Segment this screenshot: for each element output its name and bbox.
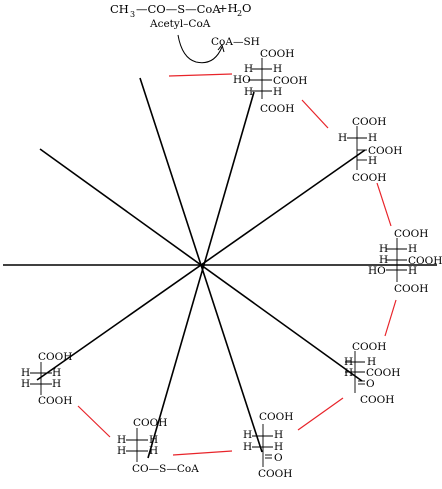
isocitrate-b-r1-left: H (379, 243, 388, 255)
succinyl-r1-right: H (149, 434, 158, 446)
cycle-connectors (77, 73, 397, 456)
succinyl-top: COOH (133, 417, 167, 429)
succinate-labels: COOH H H H H COOH (21, 351, 72, 407)
molecule-citrate (248, 58, 272, 99)
isocitrate-a-labels: COOH H H COOH H COOH (338, 116, 402, 184)
ketoglutarate-bottom: COOH (258, 468, 292, 480)
acetyl-ch: CH (110, 2, 129, 16)
connector-oxalosuccinate-ketoglutarate (297, 397, 344, 431)
spoke-lower-left (36, 149, 366, 381)
coash-release-arrow (177, 34, 223, 64)
isocitrate-a-r1-left: H (338, 132, 347, 144)
molecule-oxalosuccinate (345, 351, 365, 393)
ketoglutarate-r1-left: H (243, 429, 252, 441)
connector-citrate-isocitrate (301, 99, 329, 129)
succinate-top: COOH (38, 351, 72, 363)
water-subscript: 2 (237, 9, 242, 18)
acetyl-coa-label: Acetyl–CoA (149, 18, 211, 30)
connector-ketoglutarate-succinyl (172, 450, 233, 456)
citrate-r3-right: H (273, 86, 282, 98)
water-o: O (242, 1, 251, 15)
citrate-r2-right: COOH (273, 75, 307, 87)
ketoglutarate-r1-right: H (274, 429, 283, 441)
isocitrate-a-bottom: COOH (352, 172, 386, 184)
isocitrate-b-labels: COOH H H H COOH HO H COOH (368, 228, 442, 295)
spoke-succinate (200, 264, 263, 453)
succinate-r2-left: H (21, 378, 30, 390)
succinyl-bottom: CO—S—CoA (132, 463, 199, 475)
molecule-succinate (30, 362, 52, 395)
citrate-r3-left: H (244, 86, 253, 98)
oxalosuccinate-r2-right: COOH (366, 367, 400, 379)
oxalosuccinate-r1-left: H (344, 356, 353, 368)
citrate-r1-right: H (273, 63, 282, 75)
connector-acetyl-citrate (168, 73, 233, 77)
citrate-top: COOH (260, 48, 294, 60)
succinate-r1-left: H (21, 367, 30, 379)
connector-dehydrated-oxalosuccinate (384, 299, 397, 337)
oxalosuccinate-r1-right: H (367, 356, 376, 368)
isocitrate-a-r3-right: H (368, 155, 377, 167)
oxalosuccinate-bottom: COOH (360, 394, 394, 406)
ketoglutarate-labels: COOH H H H H O COOH (243, 411, 293, 480)
acetyl-ch-subscript: 3 (130, 10, 135, 19)
succinyl-coa-labels: COOH H H H H CO—S—CoA (117, 417, 199, 475)
connector-isocitrate-dehydrated (376, 182, 392, 227)
oxalosuccinate-r3-right: O (366, 378, 375, 390)
ketoglutarate-r3-right: O (274, 452, 283, 464)
molecule-ketoglutarate (252, 424, 273, 467)
succinate-bottom: COOH (38, 395, 72, 407)
succinate-r1-right: H (52, 367, 61, 379)
isocitrate-b-bottom: COOH (394, 283, 428, 295)
molecule-isocitrate-b (386, 238, 407, 282)
isocitrate-a-top: COOH (352, 116, 386, 128)
oxalosuccinate-top: COOH (352, 341, 386, 353)
isocitrate-a-r1-right: H (368, 132, 377, 144)
isocitrate-b-r3-right: H (408, 265, 417, 277)
ketoglutarate-r2-right: H (274, 441, 283, 453)
succinate-r2-right: H (52, 378, 61, 390)
isocitrate-b-r3-left: HO (368, 265, 386, 277)
oxalosuccinate-r2-left: H (344, 367, 353, 379)
succinyl-r1-left: H (117, 434, 126, 446)
water-plus-h: +H (218, 1, 238, 15)
ketoglutarate-top: COOH (259, 411, 293, 423)
spoke-upper-right (147, 91, 255, 459)
isocitrate-b-r2-right: COOH (408, 255, 442, 267)
radial-spokes (3, 77, 437, 459)
isocitrate-b-r1-right: H (408, 243, 417, 255)
acetyl-rest: —CO—S—CoA (136, 2, 221, 16)
arrowhead-icon (217, 43, 225, 53)
spoke-citrate (139, 77, 202, 266)
citrate-r1-left: H (244, 63, 253, 75)
coash-label: CoA—SH (211, 36, 260, 48)
isocitrate-b-top: COOH (394, 228, 428, 240)
citrate-labels: COOH H H HO COOH H H COOH (233, 48, 307, 115)
molecule-isocitrate-a (347, 126, 367, 170)
citrate-r2-left: HO (233, 74, 251, 86)
oxalosuccinate-labels: COOH H H H COOH O COOH (344, 341, 400, 406)
isocitrate-a-r2-right: COOH (368, 145, 402, 157)
succinyl-r2-right: H (149, 445, 158, 457)
citrate-bottom: COOH (260, 103, 294, 115)
molecule-succinyl-coa (126, 428, 148, 462)
header-equation: CH 3 —CO—S—CoA +H 2 O Acetyl–CoA CoA—SH (110, 1, 260, 64)
ketoglutarate-r2-left: H (243, 441, 252, 453)
succinyl-r2-left: H (117, 445, 126, 457)
isocitrate-b-r2-left: H (379, 254, 388, 266)
connector-succinyl-succinate (77, 405, 111, 438)
